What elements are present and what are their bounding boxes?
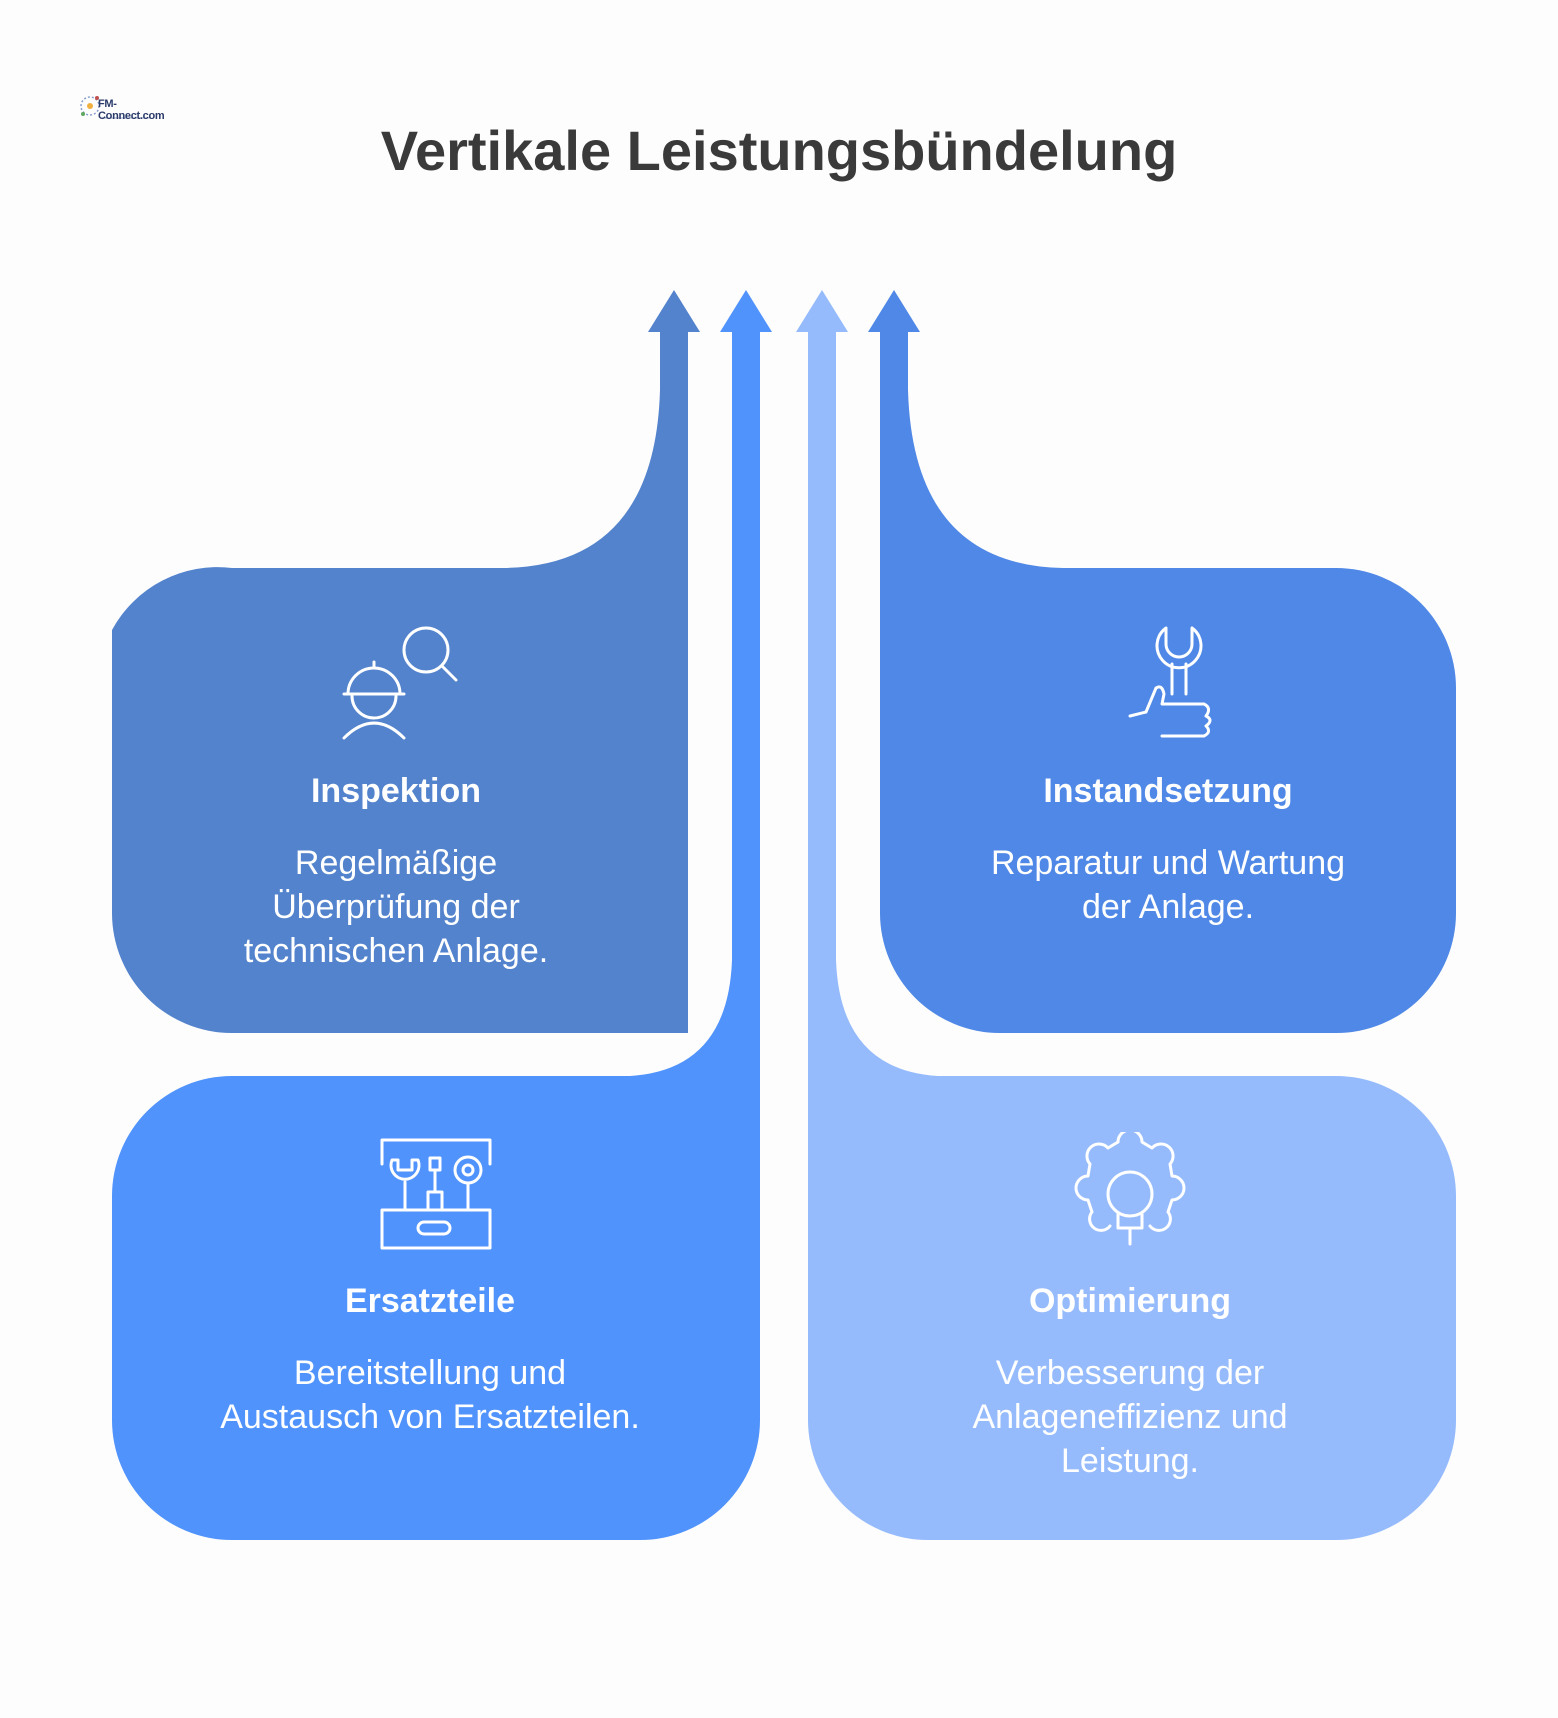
card-title: Instandsetzung	[1043, 772, 1293, 810]
gear-lightbulb-icon	[1074, 1132, 1186, 1246]
card-optimierung: Optimierung Verbesserung der Anlageneffi…	[870, 1282, 1390, 1483]
desc-line: Überprüfung der	[272, 888, 520, 926]
toolbox-icon	[380, 1138, 492, 1250]
optimierung-arrow-shape	[796, 290, 1456, 1540]
card-title: Optimierung	[1028, 1282, 1232, 1320]
logo-icon	[80, 96, 150, 119]
desc-line: technischen Anlage.	[243, 932, 549, 970]
desc-line: Anlageneffizienz und	[972, 1398, 1288, 1436]
card-description: Verbesserung der Anlageneffizienz und Le…	[870, 1351, 1390, 1483]
card-instandsetzung: Instandsetzung Reparatur und Wartung der…	[920, 772, 1416, 929]
desc-line: Leistung.	[1061, 1442, 1199, 1480]
logo-text: FM-Connect.com	[98, 98, 165, 122]
card-description: Regelmäßige Überprüfung der technischen …	[150, 841, 642, 973]
card-description: Bereitstellung und Austausch von Ersatzt…	[170, 1351, 690, 1439]
desc-line: der Anlage.	[1081, 888, 1255, 926]
desc-line: Reparatur und Wartung	[990, 844, 1346, 882]
desc-line: Austausch von Ersatzteilen.	[220, 1398, 640, 1436]
inspector-magnifier-icon	[342, 626, 458, 740]
card-ersatzteile: Ersatzteile Bereitstellung und Austausch…	[170, 1282, 690, 1439]
page-title: Vertikale Leistungsbündelung	[380, 119, 1178, 182]
desc-line: Verbesserung der	[995, 1354, 1265, 1392]
wrench-thumbs-up-icon	[1128, 626, 1212, 738]
card-title: Inspektion	[310, 772, 482, 810]
card-inspektion: Inspektion Regelmäßige Überprüfung der t…	[150, 772, 642, 973]
ersatzteile-arrow-shape	[112, 290, 772, 1540]
card-description: Reparatur und Wartung der Anlage.	[920, 841, 1416, 929]
desc-line: Regelmäßige	[294, 844, 498, 882]
desc-line: Bereitstellung und	[293, 1354, 567, 1392]
card-title: Ersatzteile	[344, 1282, 516, 1320]
logo: FM-Connect.com	[78, 92, 165, 126]
